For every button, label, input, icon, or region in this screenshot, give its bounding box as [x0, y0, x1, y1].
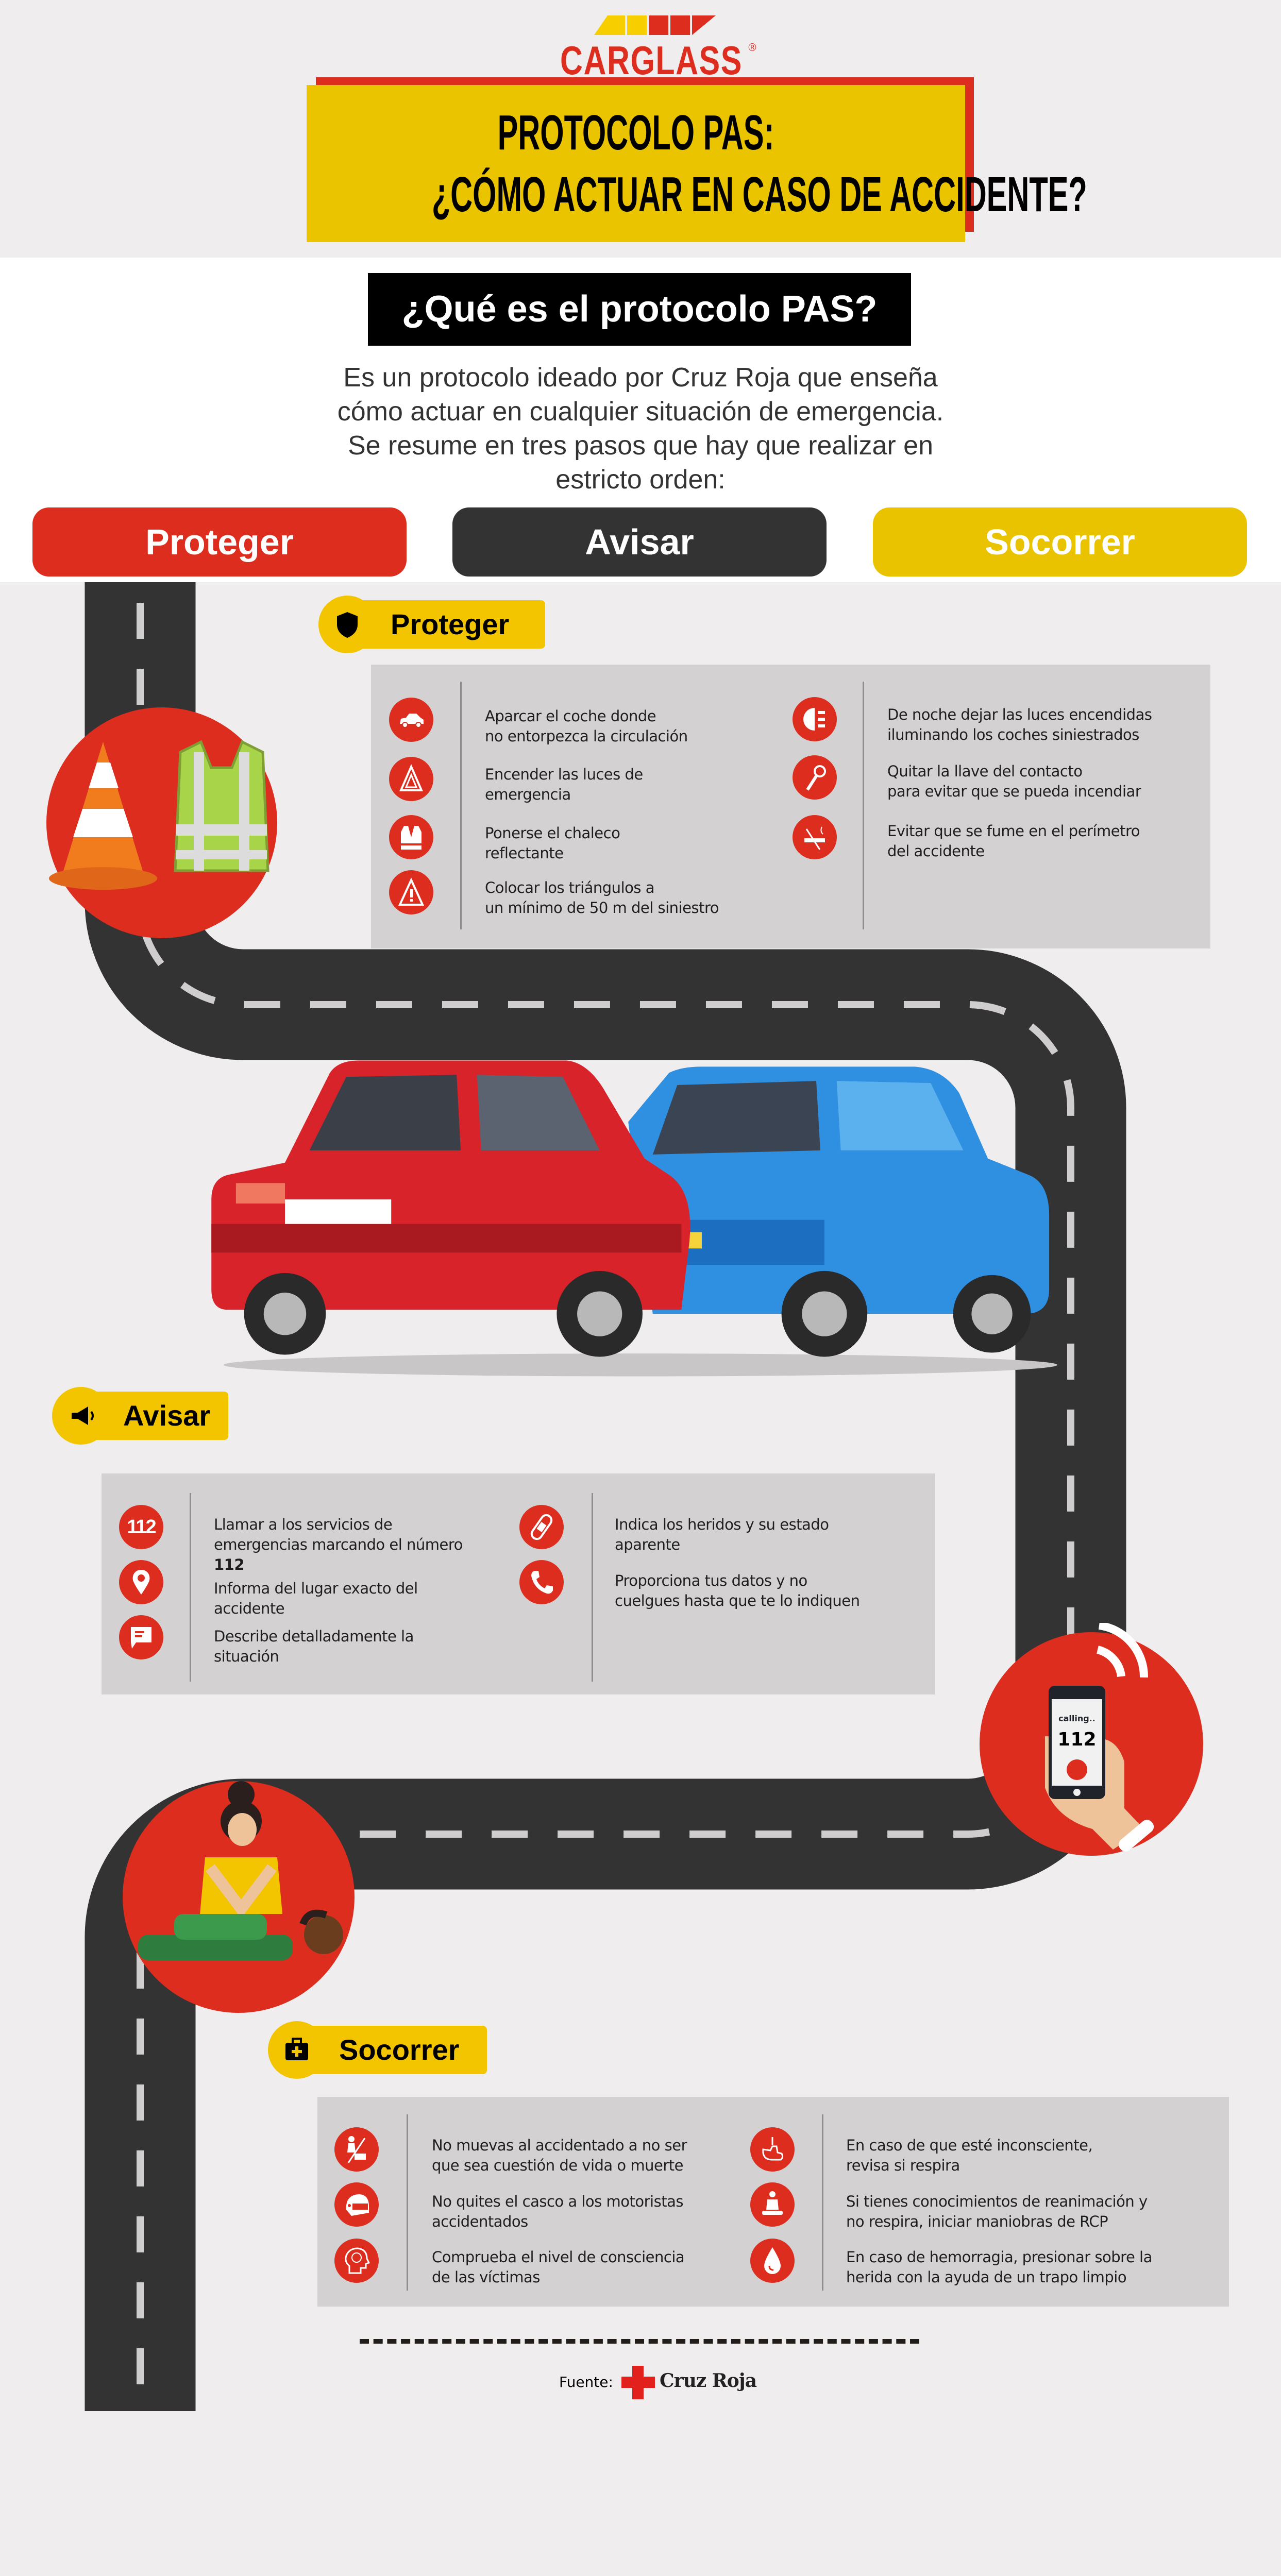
car-crash-illustration [211, 1060, 1057, 1377]
divider [592, 1493, 593, 1682]
divider [822, 2114, 823, 2291]
title-box [307, 85, 965, 242]
shield-icon [318, 596, 376, 653]
red-cross-icon [621, 2366, 655, 2399]
no-smoking-icon [793, 815, 837, 859]
page-title-line2: ¿CÓMO ACTUAR EN CASO DE ACCIDENTE? [431, 167, 1087, 222]
carglass-logo [537, 15, 754, 82]
intro-line: Se resume en tres pasos que hay que real… [347, 431, 933, 461]
intro-line: cómo actuar en cualquier situación de em… [337, 397, 944, 427]
bandage-icon [519, 1505, 564, 1549]
divider [407, 2114, 408, 2291]
key-icon [793, 755, 837, 800]
source-label: Fuente: [559, 2374, 613, 2391]
consciousness-head-icon [334, 2239, 379, 2283]
footer-divider [360, 2339, 919, 2344]
logo-stripes [594, 15, 716, 35]
do-not-move-icon [334, 2127, 379, 2172]
megaphone-icon [52, 1387, 110, 1445]
page-title-line1: PROTOCOLO PAS: [497, 105, 774, 160]
intro-line: estricto orden: [555, 465, 726, 495]
phone-call-illustration: calling.. 112 [979, 1623, 1206, 1865]
proteger-panel [371, 665, 1210, 948]
avisar-panel [102, 1473, 935, 1694]
socorrer-item: En caso de que esté inconsciente,revisa … [846, 2137, 1093, 2174]
first-aid-kit-icon [268, 2021, 326, 2079]
intro-heading: ¿Qué es el protocolo PAS? [368, 273, 911, 346]
warning-triangle-icon [389, 870, 433, 914]
socorrer-label: Socorrer [297, 2026, 487, 2074]
phone-icon [519, 1560, 564, 1604]
phone-calling-status: calling.. [1058, 1714, 1095, 1723]
location-pin-icon [119, 1560, 163, 1604]
carglass-logo-text: CARGLASS [560, 38, 743, 83]
cone-and-vest-illustration [46, 707, 277, 938]
intro-line: Es un protocolo ideado por Cruz Roja que… [343, 363, 938, 393]
vest-icon [389, 815, 433, 859]
headlight-icon [793, 697, 837, 741]
step-proteger-button[interactable]: Proteger [32, 507, 407, 577]
socorrer-item: Si tienes conocimientos de reanimación y… [846, 2193, 1148, 2230]
cpr-illustration [123, 1781, 355, 2013]
intro-text: Es un protocolo ideado por Cruz Roja que… [155, 361, 1126, 497]
cpr-icon [750, 2182, 795, 2227]
hazard-lights-icon [389, 757, 433, 801]
socorrer-item: En caso de hemorragia, presionar sobre l… [846, 2248, 1152, 2286]
source-name: Cruz Roja [660, 2370, 757, 2392]
step-avisar-button[interactable]: Avisar [452, 507, 827, 577]
blood-drop-icon [750, 2239, 795, 2283]
emergency-112-icon: 112 [119, 1505, 163, 1549]
chat-bubble-icon [119, 1615, 163, 1659]
car-icon [389, 698, 433, 742]
divider [460, 682, 462, 929]
proteger-label: Proteger [347, 600, 545, 649]
breathing-check-icon [750, 2127, 795, 2172]
step-socorrer-button[interactable]: Socorrer [873, 507, 1247, 577]
helmet-icon [334, 2182, 379, 2227]
divider [190, 1493, 191, 1682]
divider [863, 682, 864, 929]
phone-number: 112 [1057, 1729, 1097, 1750]
registered-mark: ® [747, 41, 757, 54]
phone-circle-graphic [980, 1623, 1203, 1856]
